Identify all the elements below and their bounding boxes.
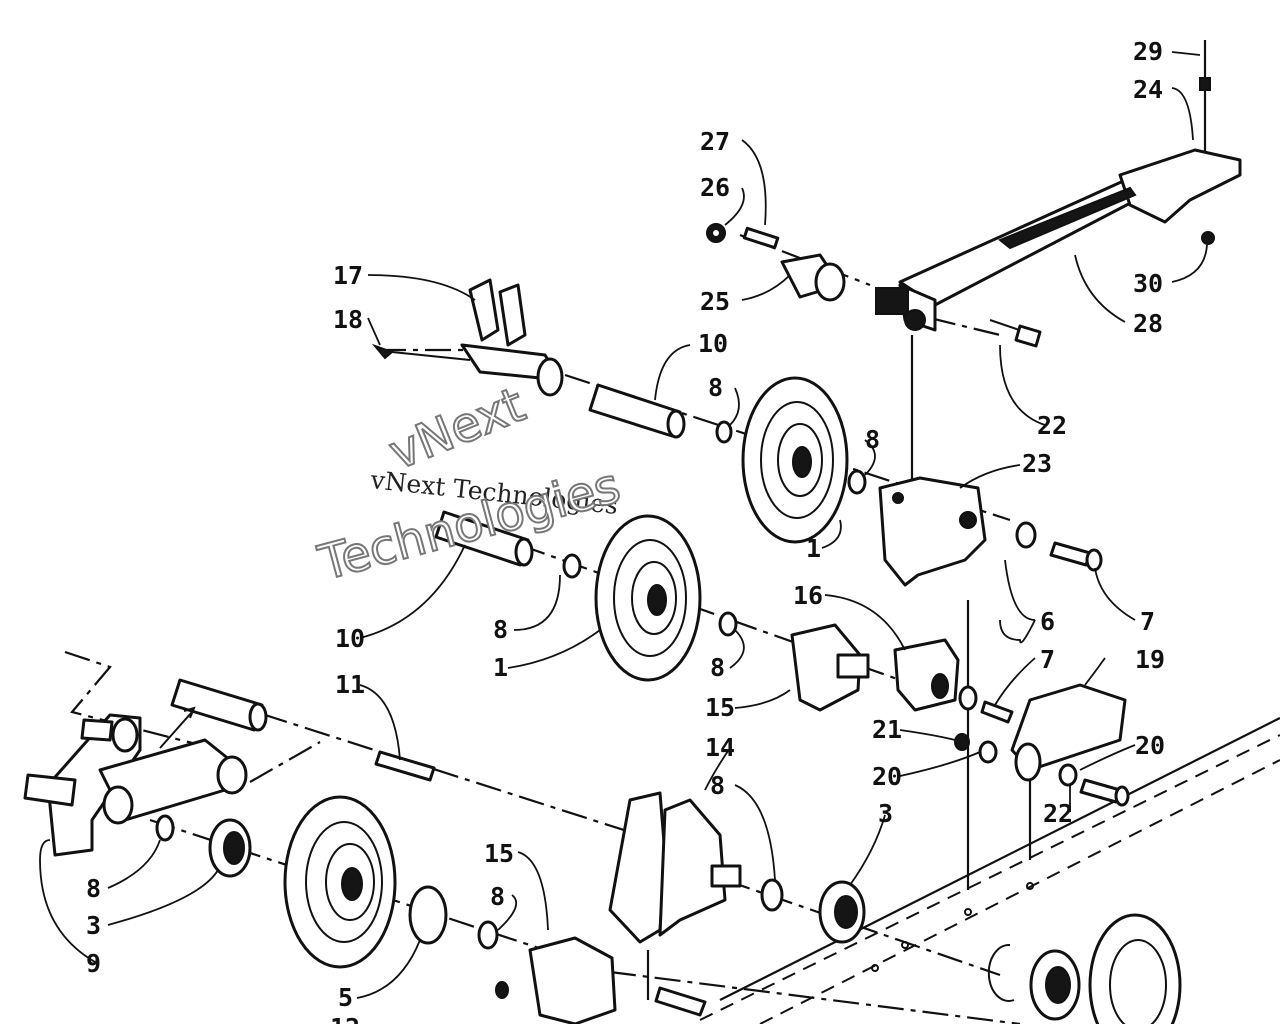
callout-8-f: 8 bbox=[86, 874, 101, 903]
bearing-3-right bbox=[818, 880, 866, 944]
callout-10-mid: 10 bbox=[335, 624, 365, 653]
pin-27 bbox=[742, 226, 780, 250]
leader-lines bbox=[39, 51, 1208, 999]
callout-15-low: 15 bbox=[484, 839, 514, 868]
callout-1-top: 1 bbox=[806, 534, 821, 563]
bracket-17 bbox=[371, 278, 564, 397]
callout-21: 21 bbox=[872, 715, 902, 744]
callout-23: 23 bbox=[1022, 449, 1052, 478]
callout-3-right: 3 bbox=[878, 799, 893, 828]
bushing-25 bbox=[780, 253, 846, 302]
suspension-arm-28 bbox=[875, 148, 1242, 332]
callout-20-right: 20 bbox=[1135, 731, 1165, 760]
callout-15-mid: 15 bbox=[705, 693, 735, 722]
callout-8-c: 8 bbox=[493, 615, 508, 644]
callout-6: 6 bbox=[1040, 607, 1055, 636]
idler-wheel-1-top bbox=[741, 376, 849, 544]
mount-15-middle bbox=[790, 623, 870, 712]
callout-8-d: 8 bbox=[710, 653, 725, 682]
bearing-lower-right bbox=[987, 943, 1081, 1021]
watermark-outline-top: vNext bbox=[382, 377, 533, 481]
pivot-block-16 bbox=[893, 638, 960, 712]
callout-18: 18 bbox=[333, 305, 363, 334]
idler-wheel-1-middle bbox=[594, 514, 702, 682]
callout-17: 17 bbox=[333, 261, 363, 290]
mount-14 bbox=[608, 791, 742, 944]
callout-22-low: 22 bbox=[1043, 799, 1073, 828]
bolt-22-low bbox=[1079, 778, 1130, 807]
slide-rail-frame bbox=[646, 40, 1280, 1024]
callout-9: 9 bbox=[86, 949, 101, 978]
idler-wheel-5 bbox=[283, 795, 397, 969]
callout-8-e: 8 bbox=[710, 771, 725, 800]
shaft-10-top bbox=[588, 383, 686, 439]
callout-19: 19 bbox=[1135, 645, 1165, 674]
callout-labels: 29 24 27 26 30 28 25 17 18 10 8 22 8 23 … bbox=[86, 37, 1165, 1024]
shaft-10-lower bbox=[170, 678, 268, 732]
callout-8-a: 8 bbox=[708, 373, 723, 402]
nut-26 bbox=[706, 223, 726, 243]
link-arm-9 bbox=[23, 706, 248, 857]
callout-20-left: 20 bbox=[872, 762, 902, 791]
callout-7-right: 7 bbox=[1140, 607, 1155, 636]
callout-22-top: 22 bbox=[1037, 411, 1067, 440]
callout-28: 28 bbox=[1133, 309, 1163, 338]
callout-10-top: 10 bbox=[698, 329, 728, 358]
mount-19 bbox=[1010, 683, 1127, 782]
bearing-3-left bbox=[208, 818, 252, 878]
callout-14: 14 bbox=[705, 733, 735, 762]
callout-29: 29 bbox=[1133, 37, 1163, 66]
callout-24: 24 bbox=[1133, 75, 1163, 104]
callout-8-g: 8 bbox=[490, 882, 505, 911]
callout-27: 27 bbox=[700, 127, 730, 156]
mount-15-low bbox=[528, 936, 707, 1024]
bolt-29-nut-30 bbox=[1199, 77, 1215, 245]
callout-3-left: 3 bbox=[86, 911, 101, 940]
callout-25: 25 bbox=[700, 287, 730, 316]
idler-wheel-lower-right bbox=[1088, 913, 1182, 1024]
bolt-7-right bbox=[1049, 541, 1103, 572]
callout-1-mid: 1 bbox=[493, 653, 508, 682]
callout-12: 12 bbox=[330, 1013, 360, 1024]
spacer-11 bbox=[374, 750, 436, 782]
callout-8-b: 8 bbox=[865, 425, 880, 454]
washers bbox=[155, 420, 1078, 999]
shaft-10-middle bbox=[434, 510, 534, 567]
callout-26: 26 bbox=[700, 173, 730, 202]
bolt-22-top bbox=[989, 319, 1042, 348]
callout-5: 5 bbox=[338, 983, 353, 1012]
callout-11: 11 bbox=[335, 670, 365, 699]
pivot-bracket-23 bbox=[878, 476, 987, 587]
callout-7-mid: 7 bbox=[1040, 645, 1055, 674]
bolt-7-middle bbox=[980, 700, 1014, 724]
callout-30: 30 bbox=[1133, 269, 1163, 298]
callout-16: 16 bbox=[793, 581, 823, 610]
